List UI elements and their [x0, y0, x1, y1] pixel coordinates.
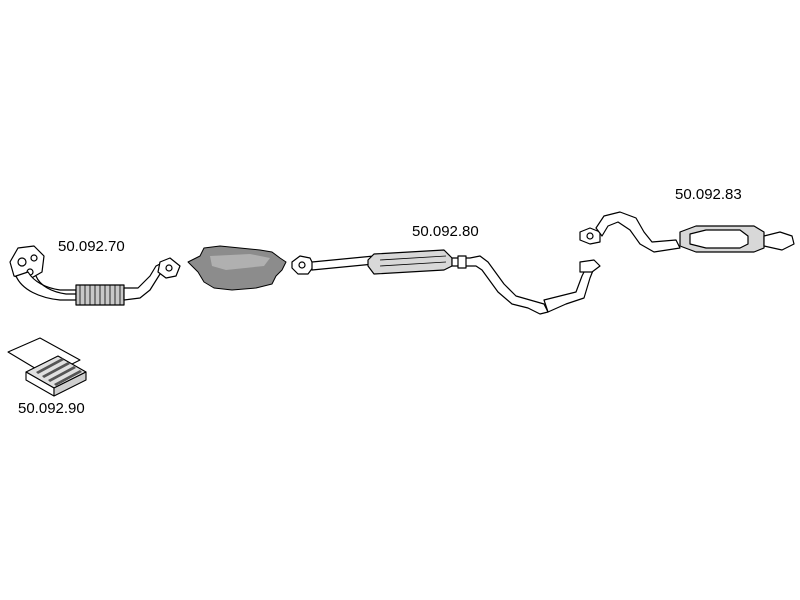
front-pipe-drawing — [9, 245, 181, 306]
rear-silencer-tailpipe — [763, 231, 795, 251]
flange-bolt-hole — [165, 264, 173, 272]
middle-section-silencer — [367, 249, 453, 275]
clamp-part — [48, 366, 76, 382]
clamp-part — [54, 370, 82, 386]
middle-section-part-number: 50.092.80 — [412, 223, 479, 240]
middle-section-clamp — [457, 255, 467, 269]
rear-silencer-drawing — [579, 211, 795, 253]
clamp-part — [42, 362, 70, 378]
front-pipe-outlet — [123, 261, 165, 301]
flange-bolt-hole — [17, 257, 27, 267]
mounting-kit-part-number: 50.092.90 — [18, 400, 85, 417]
front-pipe-part-number: 50.092.70 — [58, 238, 125, 255]
mounting-kit-drawing — [7, 337, 87, 397]
clamp-part — [36, 358, 64, 374]
front-pipe-downpipe — [35, 275, 76, 295]
catalytic-converter-highlight — [210, 254, 270, 270]
flange-bolt-hole — [30, 254, 38, 262]
flange-bolt-hole — [586, 232, 594, 240]
middle-section-drawing — [291, 249, 601, 315]
rear-silencer-shading — [689, 229, 749, 249]
rear-silencer-part-number: 50.092.83 — [675, 186, 742, 203]
middle-section-inlet-pipe — [311, 255, 375, 271]
rear-silencer-inlet-pipe — [595, 211, 681, 253]
mounting-kit-box-side — [53, 371, 87, 397]
catalytic-converter-drawing — [187, 245, 287, 291]
flange-bolt-hole — [298, 261, 306, 269]
middle-section-rear-riser — [543, 267, 595, 313]
front-pipe-downpipe — [15, 271, 77, 301]
middle-section-outlet-flange — [579, 259, 601, 273]
